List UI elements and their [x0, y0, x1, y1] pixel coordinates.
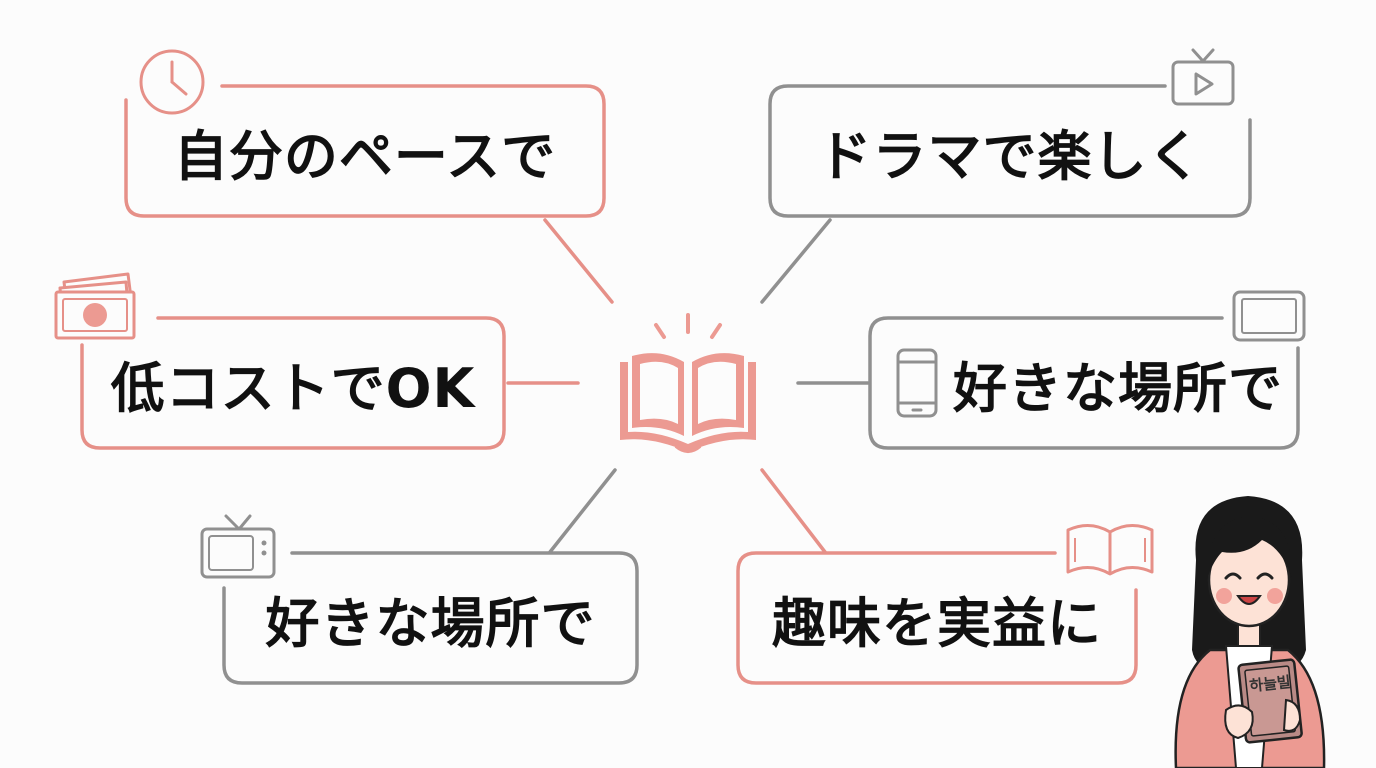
box-cost — [80, 316, 506, 450]
connector-pace — [543, 218, 614, 304]
connector-drama — [760, 218, 832, 304]
phone-icon — [896, 348, 938, 418]
clock-icon — [139, 49, 205, 115]
box-hobby — [736, 551, 1138, 685]
label-place1: 好きな場所で — [953, 356, 1283, 420]
label-pace: 自分のペースで — [173, 124, 557, 188]
box-drama — [768, 84, 1252, 218]
play-tv-icon — [1171, 48, 1235, 106]
label-place2: 好きな場所で — [265, 591, 596, 655]
box-place1 — [868, 316, 1300, 450]
tablet-icon — [1232, 290, 1306, 342]
connectors — [506, 218, 870, 554]
label-cost: 低コストでOK — [110, 356, 476, 420]
character-illustration — [1174, 496, 1326, 768]
connector-place2 — [548, 468, 617, 554]
tv-icon — [200, 514, 276, 579]
box-place2 — [222, 551, 639, 685]
label-drama: ドラマで楽しく — [817, 124, 1203, 188]
banknote-icon — [54, 272, 136, 340]
box-pace — [124, 84, 606, 218]
open-book-icon — [620, 313, 756, 453]
book-icon — [1066, 524, 1154, 576]
label-hobby: 趣味を実益に — [772, 591, 1102, 655]
connector-hobby — [760, 468, 827, 554]
